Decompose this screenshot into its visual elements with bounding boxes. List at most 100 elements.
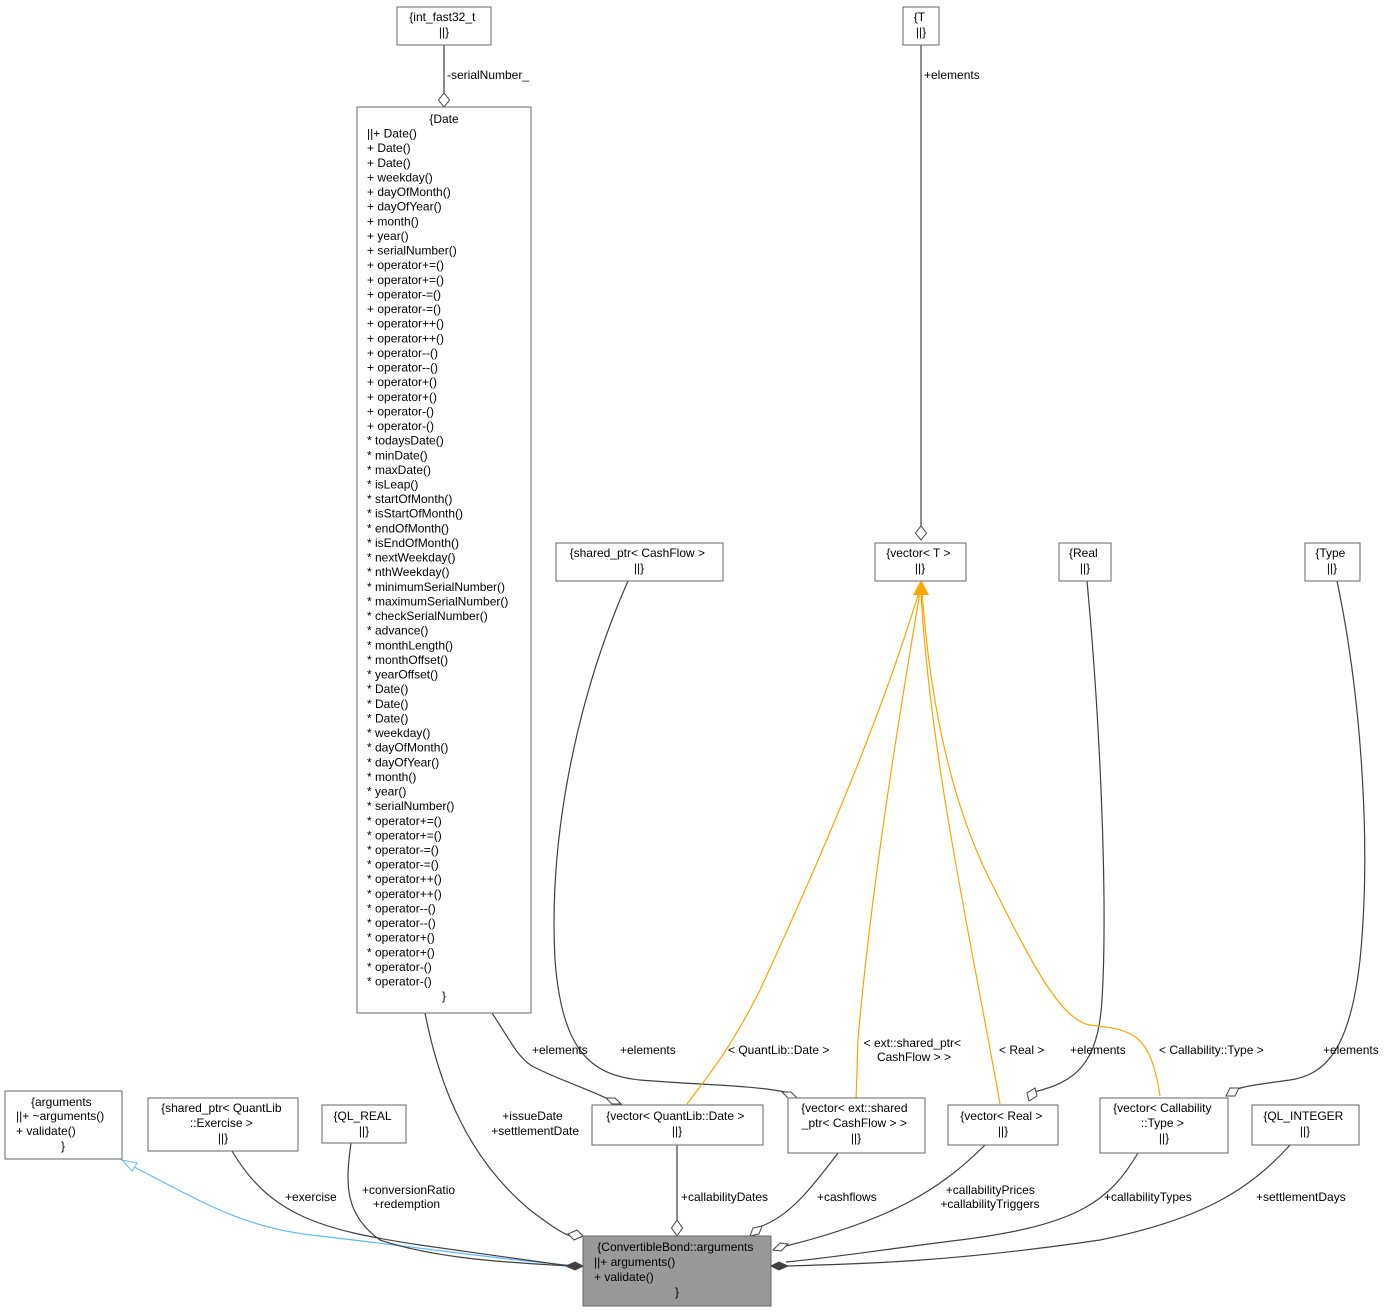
date-member-line: + weekday()	[367, 171, 433, 185]
node-vector-t[interactable]: {vector< T > ||}	[874, 542, 967, 582]
date-member-line: * month()	[367, 770, 416, 784]
edge-label-tmpl-cashflow: < ext::shared_ptr< CashFlow > >	[864, 1036, 965, 1064]
edge-label-type-elements: +elements	[1323, 1043, 1379, 1057]
composition-diamond-icon	[564, 1261, 585, 1271]
date-member-line: * operator-=()	[367, 843, 439, 857]
date-member-line: * operator+()	[367, 945, 435, 959]
node-arguments-base[interactable]: {arguments ||+ ~arguments() + validate()…	[4, 1090, 123, 1160]
node-t[interactable]: {T ||}	[902, 6, 940, 46]
date-member-line: * operator--()	[367, 916, 436, 930]
date-member-line: + operator+=()	[367, 273, 444, 287]
edge-label-date-elements: +elements	[532, 1043, 588, 1057]
inheritance-arrow-icon	[120, 1159, 138, 1172]
aggregation-diamond-icon	[437, 92, 451, 108]
date-member-line: + year()	[367, 229, 409, 243]
svg-text:{T ||}: {T ||}	[914, 10, 928, 39]
edge-label-t-elements: +elements	[924, 68, 980, 82]
date-member-line: * minDate()	[367, 448, 428, 462]
date-member-line: * isEndOfMonth()	[367, 536, 459, 550]
nodes: {int_fast32_t ||} {T ||} {Date||+ Date()…	[4, 6, 1361, 1307]
aggregation-diamond-icon	[780, 1091, 799, 1099]
edge-label-callability-dates: +callabilityDates	[681, 1190, 768, 1204]
date-member-line: + operator+()	[367, 375, 437, 389]
node-ql-integer[interactable]: {QL_INTEGER ||}	[1251, 1104, 1360, 1146]
date-member-line: * operator--()	[367, 902, 436, 916]
aggregation-diamond-icon	[749, 1225, 763, 1237]
node-shared-ptr-exercise[interactable]: {shared_ptr< QuantLib ::Exercise > ||}	[147, 1097, 299, 1152]
date-member-line: * monthOffset()	[367, 653, 448, 667]
svg-text:{vector< T > ||}: {vector< T > ||}	[886, 546, 954, 575]
edge-label-real-elements: +elements	[1070, 1043, 1126, 1057]
date-member-line: * operator++()	[367, 872, 442, 886]
node-type[interactable]: {Type ||}	[1304, 542, 1361, 582]
node-date[interactable]: {Date||+ Date()+ Date()+ Date()+ weekday…	[356, 106, 532, 1014]
edge-settlement-days	[785, 1144, 1291, 1267]
date-member-line: ||+ Date()	[367, 127, 417, 141]
edge-labels: -serialNumber_ +elements +elements +elem…	[285, 68, 1379, 1211]
date-member-line: * advance()	[367, 624, 428, 638]
node-real[interactable]: {Real ||}	[1058, 542, 1112, 582]
date-member-line: + operator-()	[367, 419, 434, 433]
date-member-line: * maximumSerialNumber()	[367, 595, 508, 609]
edge-label-cashflows: +cashflows	[817, 1190, 877, 1204]
template-arrow-icon	[913, 580, 929, 595]
edge-real-elements	[1033, 580, 1105, 1093]
date-member-line: * operator-()	[367, 975, 432, 989]
edge-cashflow-elements	[553, 580, 786, 1093]
edge-callability-types	[785, 1152, 1139, 1263]
date-member-line: * dayOfMonth()	[367, 741, 448, 755]
svg-text:{QL_REAL ||}: {QL_REAL ||}	[334, 1109, 395, 1138]
svg-text:{shared_ptr< CashFlow >: {shared_ptr< CashFlow > ||}	[570, 546, 709, 575]
svg-text:{Type ||}: {Type ||}	[1315, 546, 1348, 575]
date-member-line: * year()	[367, 785, 406, 799]
aggregation-diamond-icon	[670, 1219, 684, 1237]
node-int-fast32[interactable]: {int_fast32_t ||}	[396, 6, 492, 46]
edge-label-tmpl-real: < Real >	[999, 1043, 1044, 1057]
date-member-line: * operator++()	[367, 887, 442, 901]
date-member-line: * Date()	[367, 711, 408, 725]
node-convertiblebond-arguments[interactable]: {ConvertibleBond::arguments ||+ argument…	[582, 1235, 772, 1307]
date-members: {Date||+ Date()+ Date()+ Date()+ weekday…	[367, 112, 508, 1003]
date-member-line: * maxDate()	[367, 463, 431, 477]
node-ql-real[interactable]: {QL_REAL ||}	[321, 1104, 407, 1144]
aggregation-diamond-icon	[604, 1097, 623, 1105]
date-member-line: * operator-=()	[367, 858, 439, 872]
edge-inheritance	[129, 1164, 583, 1267]
date-member-line: * Date()	[367, 682, 408, 696]
node-vector-date[interactable]: {vector< QuantLib::Date > ||}	[591, 1104, 764, 1146]
node-vector-cashflow[interactable]: {vector< ext::shared _ptr< CashFlow > > …	[787, 1097, 926, 1154]
date-member-line: + operator--()	[367, 346, 438, 360]
edge-label-callability-prices: +callabilityPrices +callabilityTriggers	[940, 1183, 1039, 1211]
date-member-line: * Date()	[367, 697, 408, 711]
date-member-line: * todaysDate()	[367, 434, 444, 448]
date-member-line: + operator-=()	[367, 287, 441, 301]
edge-label-tmpl-callability: < Callability::Type >	[1159, 1043, 1264, 1057]
date-member-line: + operator++()	[367, 317, 444, 331]
svg-text:{vector< QuantLib::Date >: {vector< QuantLib::Date > ||}	[606, 1109, 747, 1138]
svg-text:{arguments ||+ ~argume: {arguments ||+ ~arguments() + validate()…	[16, 1095, 108, 1153]
edge-template-real	[920, 591, 1001, 1105]
edge-label-settlement-days: +settlementDays	[1256, 1190, 1346, 1204]
node-vector-real[interactable]: {vector< Real > ||}	[947, 1104, 1059, 1146]
svg-text:{Real ||}: {Real ||}	[1069, 546, 1101, 575]
date-member-line: + dayOfMonth()	[367, 185, 451, 199]
date-member-line: * nextWeekday()	[367, 551, 455, 565]
date-member-line: * yearOffset()	[367, 668, 438, 682]
node-shared-ptr-cashflow[interactable]: {shared_ptr< CashFlow > ||}	[555, 542, 724, 582]
edge-label-serialnumber: -serialNumber_	[447, 68, 529, 82]
node-vector-callability[interactable]: {vector< Callability ::Type > ||}	[1099, 1097, 1229, 1154]
edge-template-cashflow	[855, 591, 921, 1102]
svg-text:{QL_INTEGER ||}: {QL_INTEGER ||}	[1263, 1109, 1346, 1138]
edge-label-exercise: +exercise	[285, 1190, 337, 1204]
date-member-line: + operator-=()	[367, 302, 441, 316]
date-member-line: + operator+=()	[367, 258, 444, 272]
aggregation-diamond-icon	[1225, 1087, 1240, 1097]
edge-type-elements	[1233, 580, 1366, 1091]
date-member-line: + operator-()	[367, 404, 434, 418]
edge-label-cashflow-elements: +elements	[620, 1043, 676, 1057]
edge-conversion	[347, 1142, 570, 1267]
date-member-line: * operator+=()	[367, 814, 442, 828]
aggregation-diamond-icon	[1026, 1087, 1038, 1102]
svg-text:{vector< Callability :: {vector< Callability ::Type > ||}	[1113, 1101, 1215, 1145]
